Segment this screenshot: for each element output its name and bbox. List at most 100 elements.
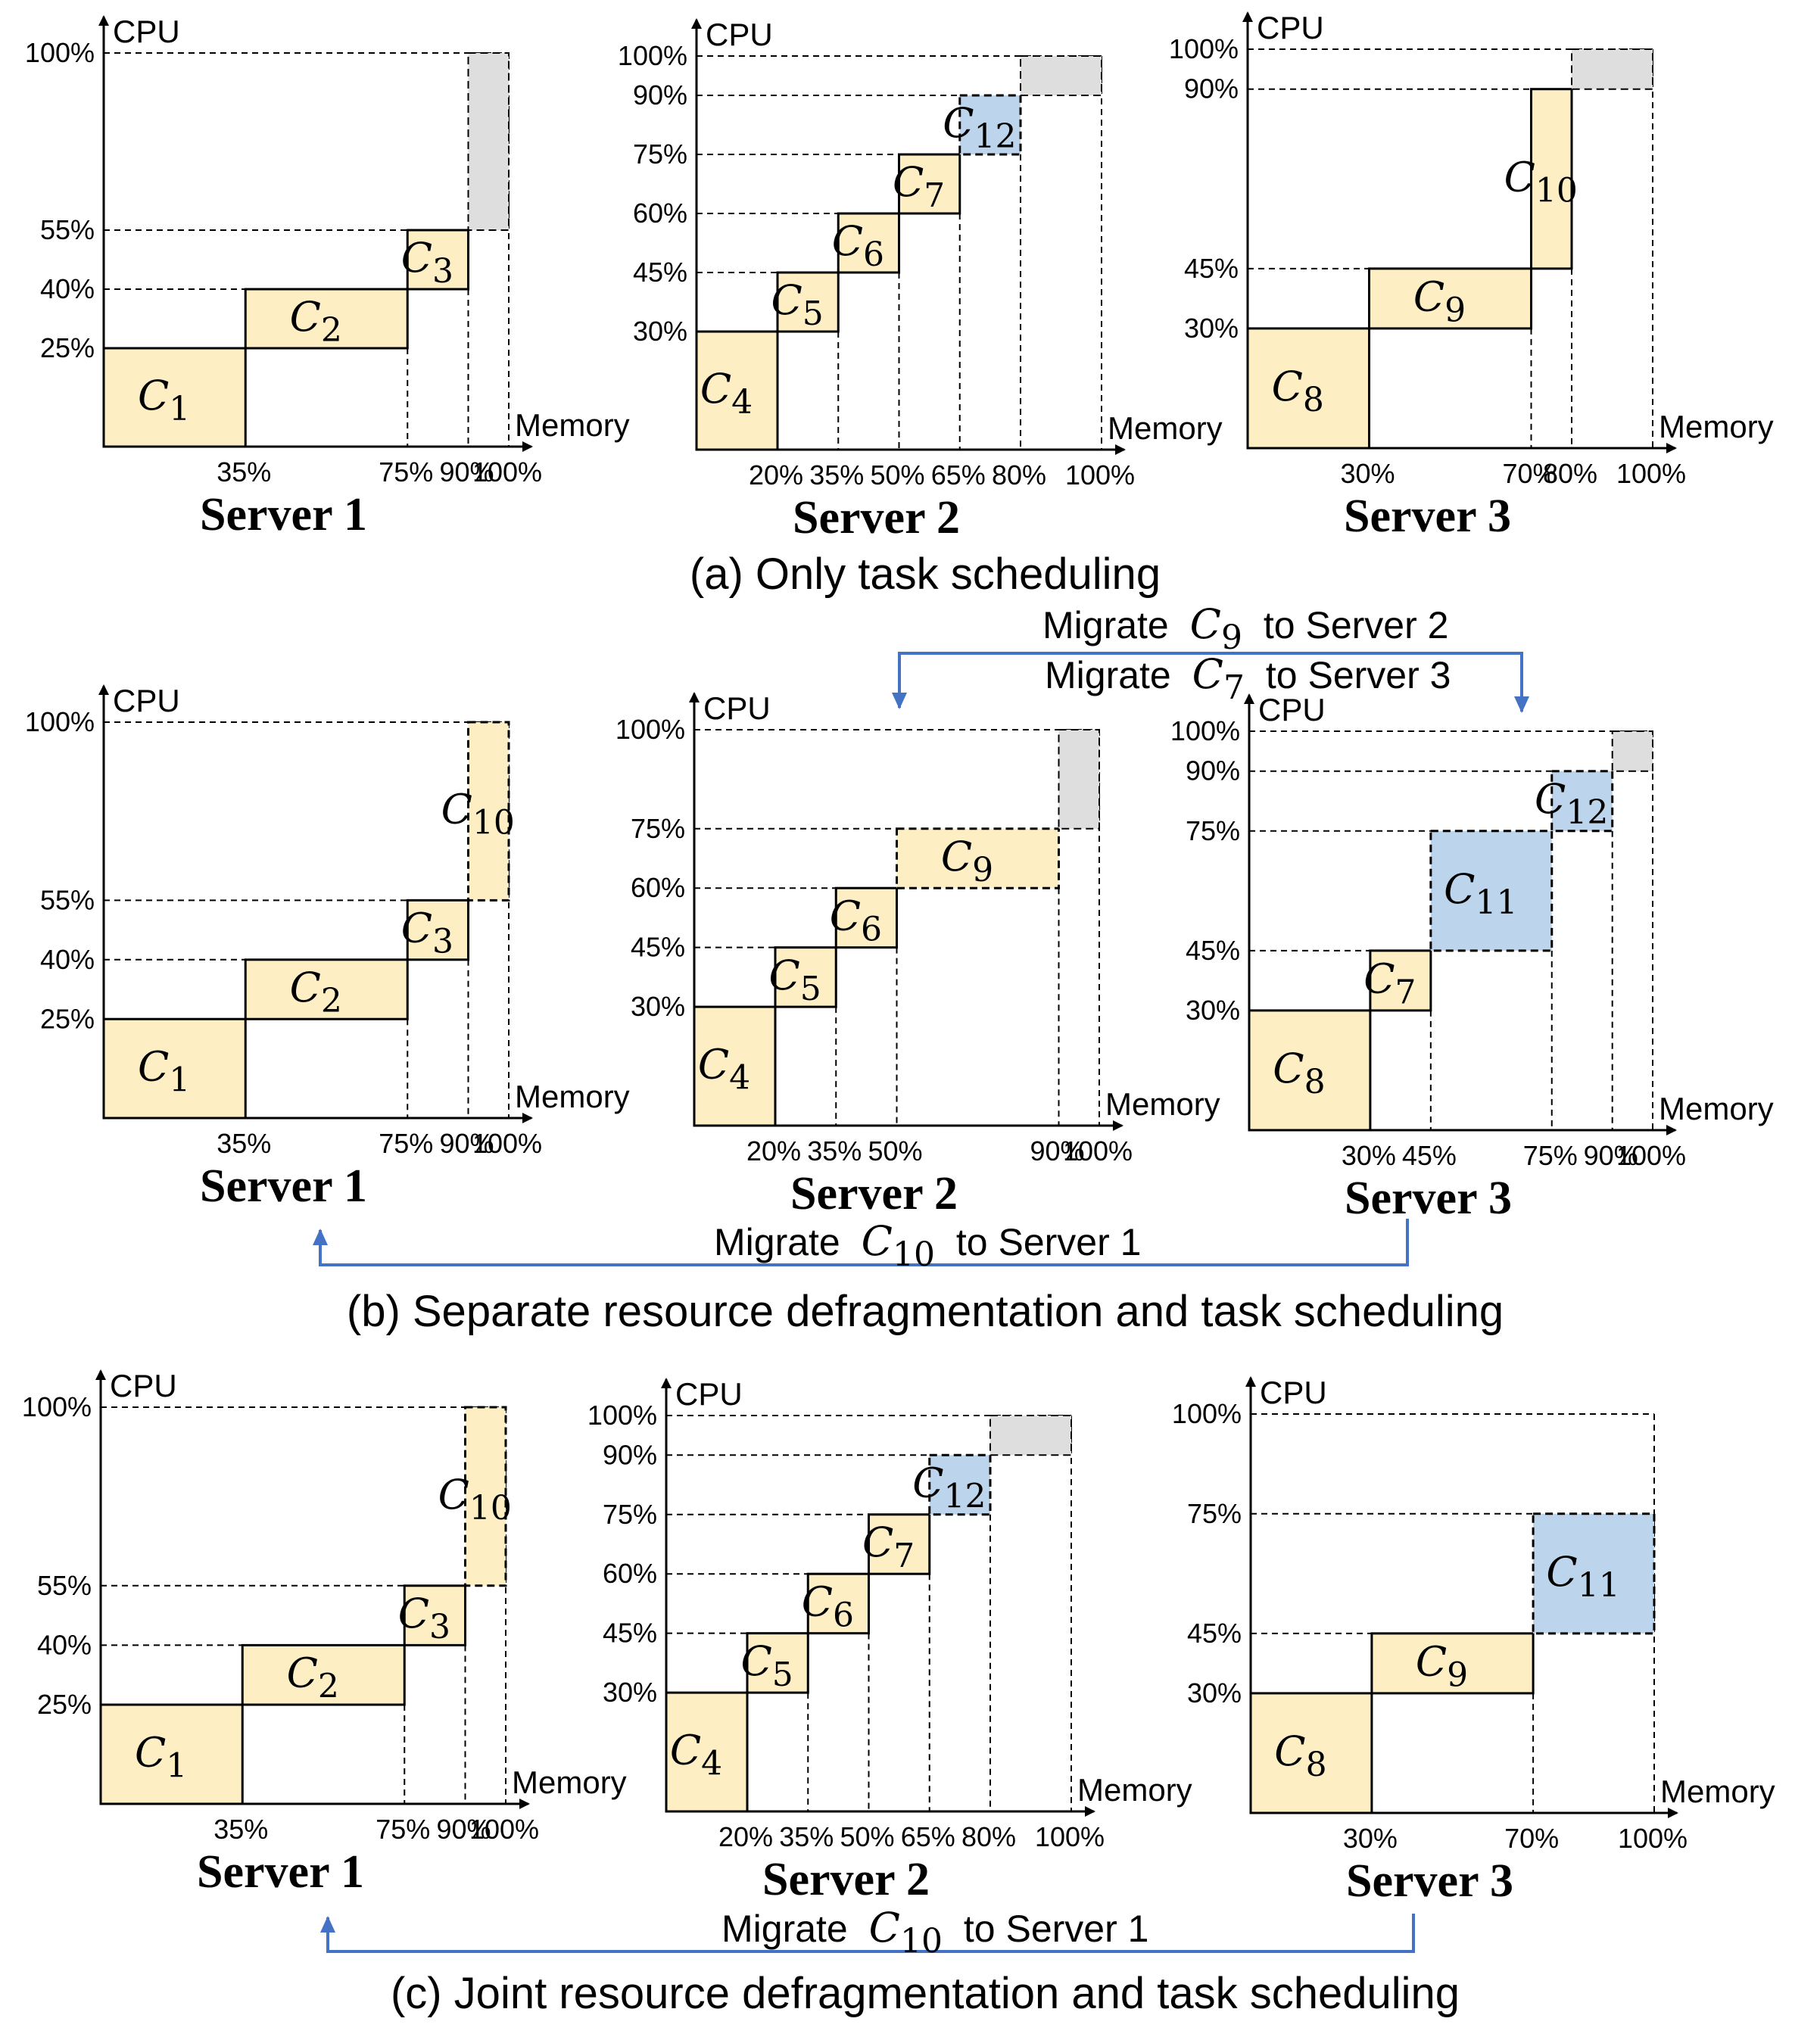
cpu-axis-label: CPU xyxy=(1257,10,1324,45)
container-symbol: C xyxy=(802,1578,833,1625)
container-c9-box xyxy=(1370,1632,1535,1695)
container-c7-box xyxy=(868,1513,931,1575)
free-capacity-block-box xyxy=(1611,730,1653,772)
container-index: 6 xyxy=(833,1596,854,1634)
container-c1-label: C1 xyxy=(138,372,190,428)
container-c1-box xyxy=(99,1703,244,1805)
cpu-tick-label: 25% xyxy=(40,1003,95,1034)
container-index: 10 xyxy=(900,1922,943,1961)
memory-tick-label: 20% xyxy=(749,459,803,491)
container-index: 5 xyxy=(772,1655,793,1694)
container-c3-box xyxy=(406,899,469,961)
container-symbol: C xyxy=(830,892,861,939)
cpu-tick-label: 55% xyxy=(40,884,95,915)
container-symbol: C xyxy=(401,905,432,952)
container-index: 9 xyxy=(1447,1655,1468,1694)
container-c11: C11 xyxy=(1429,830,1554,952)
container-c2-box xyxy=(244,288,409,350)
container-c3-label: C3 xyxy=(398,1590,450,1646)
container-c10-label: C10 xyxy=(438,1471,512,1528)
container-c8-box xyxy=(1248,1009,1372,1132)
container-c2-box xyxy=(244,958,409,1020)
container-c9-label: C9 xyxy=(1413,273,1466,329)
container-symbol: C xyxy=(740,1637,771,1685)
container-c10: C10 xyxy=(438,1406,512,1587)
container-c7: C7 xyxy=(893,153,961,215)
cpu-tick-label: 75% xyxy=(633,139,687,170)
memory-tick-label: 70% xyxy=(1504,1823,1559,1854)
container-index: 6 xyxy=(863,235,884,274)
migrate-destination: to Server 1 xyxy=(956,1221,1142,1263)
container-c10: C10 xyxy=(441,721,515,902)
container-c12-box xyxy=(958,94,1022,156)
container-c6-box xyxy=(806,1572,870,1635)
cpu-tick-label: 60% xyxy=(603,1558,657,1589)
cpu-axis-label: CPU xyxy=(113,14,180,49)
container-c1: C1 xyxy=(102,1017,247,1120)
container-symbol: C xyxy=(138,372,169,419)
container-symbol: C xyxy=(398,1590,429,1637)
server-title: Server 3 xyxy=(1344,491,1511,542)
container-index: 7 xyxy=(924,176,945,215)
container-c6-label: C6 xyxy=(830,892,882,948)
memory-tick-label: 100% xyxy=(1065,459,1135,491)
memory-tick-label: 20% xyxy=(746,1135,801,1166)
container-symbol: C xyxy=(290,964,321,1011)
migration-label-c7: Migrate C7 to Server 3 xyxy=(1045,650,1451,707)
container-c9-label: C9 xyxy=(941,833,993,889)
memory-axis-label: Memory xyxy=(1660,1774,1775,1809)
cpu-tick-label: 60% xyxy=(631,872,685,903)
container-symbol: C xyxy=(862,1518,893,1566)
memory-tick-label: 35% xyxy=(217,1128,271,1159)
container-c12: C12 xyxy=(912,1453,992,1516)
server-plot-b-3: C8C7C11C12CPUMemory100%90%75%45%30%30%45… xyxy=(1170,692,1774,1224)
container-symbol: C xyxy=(912,1459,943,1507)
container-c5-box xyxy=(746,1632,809,1694)
container-c7-box xyxy=(898,153,961,215)
migrate-destination: to Server 2 xyxy=(1264,604,1449,646)
container-index: 8 xyxy=(1303,381,1324,419)
cpu-tick-label: 55% xyxy=(40,214,95,245)
memory-tick-label: 100% xyxy=(472,1128,542,1159)
container-c2: C2 xyxy=(244,958,409,1020)
memory-tick-label: 65% xyxy=(901,1821,955,1852)
servers-layer: C1C2C3CPUMemory100%55%40%25%35%75%90%100… xyxy=(22,10,1775,1907)
container-symbol: C xyxy=(290,293,321,341)
container-c5: C5 xyxy=(740,1632,809,1694)
memory-tick-label: 90% xyxy=(439,1128,494,1159)
memory-tick-label: 100% xyxy=(1035,1821,1105,1852)
container-c12-label: C12 xyxy=(1535,775,1608,832)
container-c9: C9 xyxy=(1368,267,1532,330)
cpu-axis-label: CPU xyxy=(1260,1375,1327,1410)
container-c6-label: C6 xyxy=(802,1578,854,1634)
container-index: 4 xyxy=(729,1059,750,1098)
container-c12-box xyxy=(928,1453,992,1516)
memory-axis-label: Memory xyxy=(515,407,630,443)
cpu-axis-label: CPU xyxy=(113,683,180,718)
memory-tick-label: 35% xyxy=(779,1821,834,1852)
container-c8-box xyxy=(1246,327,1370,450)
container-index: 11 xyxy=(1475,883,1517,922)
container-c3: C3 xyxy=(401,899,469,961)
migrate-c9-arrow xyxy=(892,652,1505,709)
container-c7-label: C7 xyxy=(862,1518,915,1575)
container-index: 9 xyxy=(1444,291,1466,329)
container-index: 4 xyxy=(701,1745,722,1783)
container-c9: C9 xyxy=(1370,1632,1535,1695)
container-index: 10 xyxy=(893,1235,935,1274)
container-symbol: C xyxy=(832,217,863,265)
memory-tick-label: 65% xyxy=(931,459,986,491)
cpu-tick-label: 40% xyxy=(40,944,95,975)
server-title: Server 2 xyxy=(793,492,960,544)
cpu-tick-label: 100% xyxy=(618,40,687,71)
memory-tick-label: 50% xyxy=(870,459,924,491)
container-c2-label: C2 xyxy=(287,1649,339,1706)
container-index: 12 xyxy=(974,117,1017,156)
migrate-word: Migrate xyxy=(1045,654,1171,696)
cpu-tick-label: 25% xyxy=(40,332,95,363)
container-symbol: C xyxy=(1273,1045,1304,1092)
server-title: Server 1 xyxy=(197,1846,364,1898)
migrate-c10-arrow-b xyxy=(313,1219,1409,1266)
memory-tick-label: 30% xyxy=(1340,458,1395,489)
container-index: 8 xyxy=(1306,1746,1327,1784)
